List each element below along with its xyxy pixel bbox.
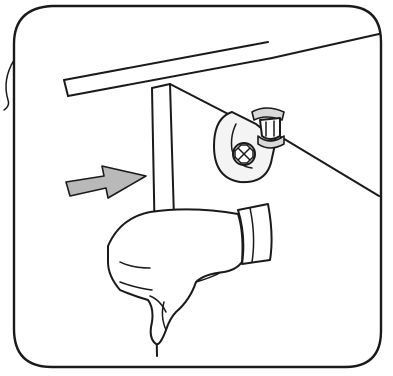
cabinet-side-edge	[170, 84, 232, 116]
cabinet-side-edge-lower	[276, 134, 379, 196]
screw-icon	[233, 143, 255, 165]
cabinet-top-panel	[64, 34, 379, 96]
pointing-arrow-icon	[66, 166, 146, 198]
gloved-hand-icon	[108, 204, 272, 344]
corner-hook-mark	[4, 60, 14, 110]
